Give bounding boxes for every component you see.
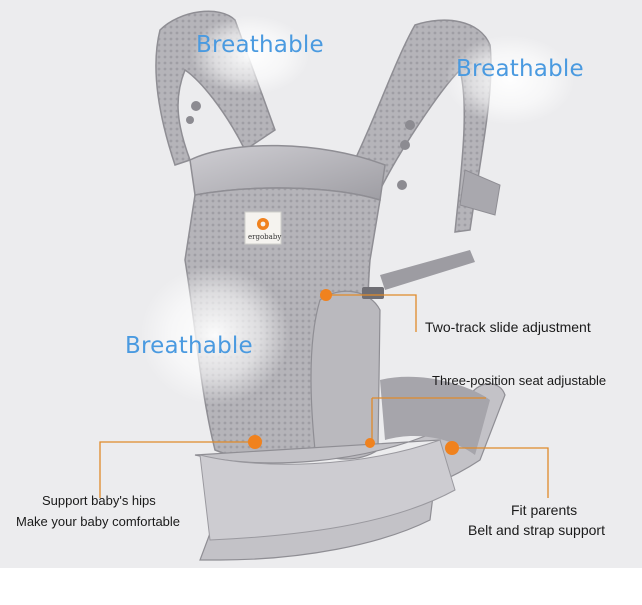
snap-button — [400, 140, 410, 150]
bottom-band — [0, 568, 642, 600]
marker-dot — [248, 435, 262, 449]
breathable-label-top: Breathable — [196, 32, 324, 58]
snap-button — [405, 120, 415, 130]
seat-pocket — [310, 290, 381, 460]
belt-side — [380, 376, 490, 455]
snap-button — [191, 101, 201, 111]
breathable-label-left: Breathable — [125, 333, 253, 359]
fit-label-line2: Belt and strap support — [468, 522, 605, 538]
snap-button — [397, 180, 407, 190]
leader-lines — [99, 294, 549, 498]
leader-hips — [99, 441, 255, 498]
seat-adjustable-label: Three-position seat adjustable — [432, 373, 607, 388]
mist-cloud — [140, 265, 290, 405]
leader-slide — [326, 294, 417, 332]
snap-button — [186, 116, 194, 124]
fit-label-line1: Fit parents — [511, 502, 578, 518]
mist-cloud — [190, 15, 310, 95]
hips-label-line2: Make your baby comfortable — [16, 514, 181, 529]
side-strap — [459, 169, 501, 216]
hips-label-line1: Support baby's hips — [42, 493, 156, 508]
waist-webbing — [380, 250, 475, 290]
breathable-label-right: Breathable — [456, 56, 584, 82]
mist-cloud — [445, 35, 575, 125]
brand-text: ergobaby — [248, 233, 282, 241]
buckle — [362, 287, 384, 299]
marker-dot — [365, 438, 375, 448]
marker-dot — [320, 289, 332, 301]
leader-fit — [452, 447, 549, 498]
slide-adjustment-label: Two-track slide adjustment — [425, 319, 591, 335]
belt-front — [199, 439, 456, 541]
marker-dot — [445, 441, 459, 455]
